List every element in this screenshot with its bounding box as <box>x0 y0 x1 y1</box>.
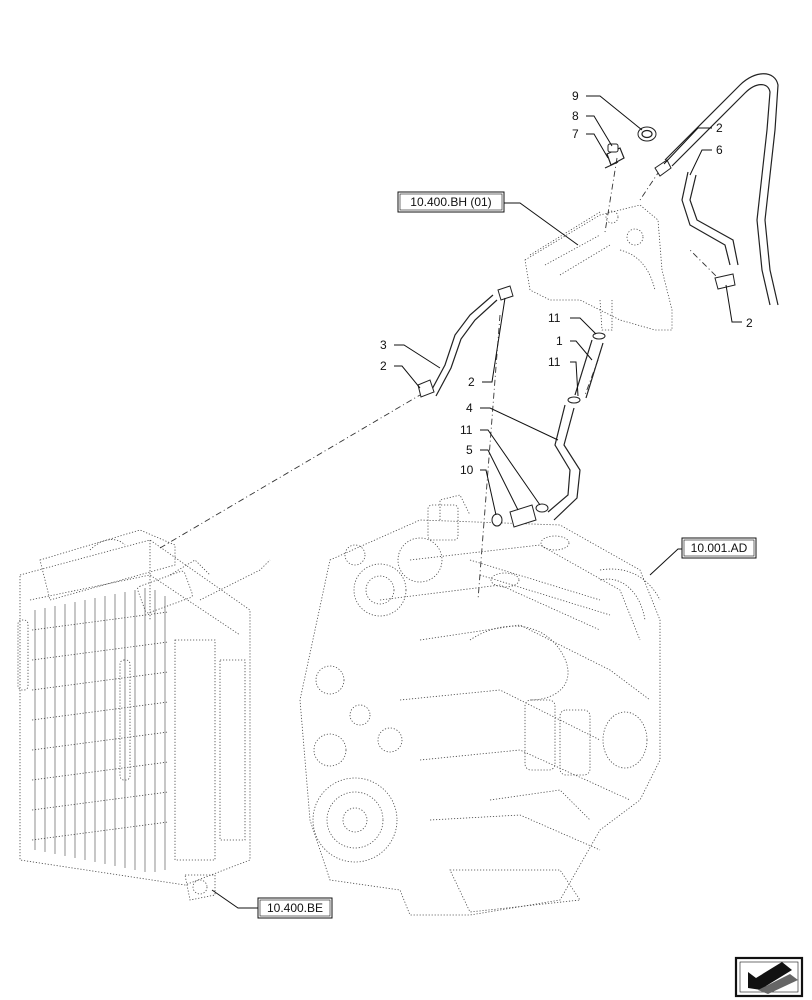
callout-11-top: 11 <box>548 311 561 325</box>
alignment-lines <box>159 157 726 601</box>
radiator-assembly <box>17 529 271 901</box>
callout-11-mid: 11 <box>548 355 561 369</box>
callout-11-low: 11 <box>460 423 473 437</box>
callout-8: 8 <box>572 109 579 123</box>
ref-box-engine[interactable]: 10.001.AD <box>681 537 757 559</box>
callout-3: 3 <box>380 338 387 352</box>
callout-4: 4 <box>466 401 473 415</box>
callout-9: 9 <box>572 89 579 103</box>
next-page-arrow-icon[interactable] <box>734 956 804 998</box>
ref-label-engine: 10.001.AD <box>691 541 748 555</box>
callout-2-right: 2 <box>746 316 753 330</box>
ref-label-radiator: 10.400.BE <box>267 901 323 915</box>
callout-5: 5 <box>466 443 473 457</box>
hose-parts <box>417 73 779 528</box>
ref-label-oil-separator: 10.400.BH (01) <box>410 195 491 209</box>
ref-box-oil-separator[interactable]: 10.400.BH (01) <box>397 191 505 213</box>
oil-separator <box>524 204 673 331</box>
callout-7: 7 <box>572 127 579 141</box>
leader-lines <box>211 95 742 909</box>
callout-2-hose: 2 <box>380 359 387 373</box>
callout-2-top: 2 <box>716 121 723 135</box>
callout-6: 6 <box>716 143 723 157</box>
callout-labels: 9 8 7 2 6 2 11 1 11 3 2 2 4 11 5 10 <box>380 89 753 477</box>
ref-box-radiator[interactable]: 10.400.BE <box>257 897 333 919</box>
callout-10: 10 <box>460 463 474 477</box>
engine-assembly <box>299 494 661 916</box>
callout-1: 1 <box>556 334 563 348</box>
callout-2-mid: 2 <box>468 375 475 389</box>
